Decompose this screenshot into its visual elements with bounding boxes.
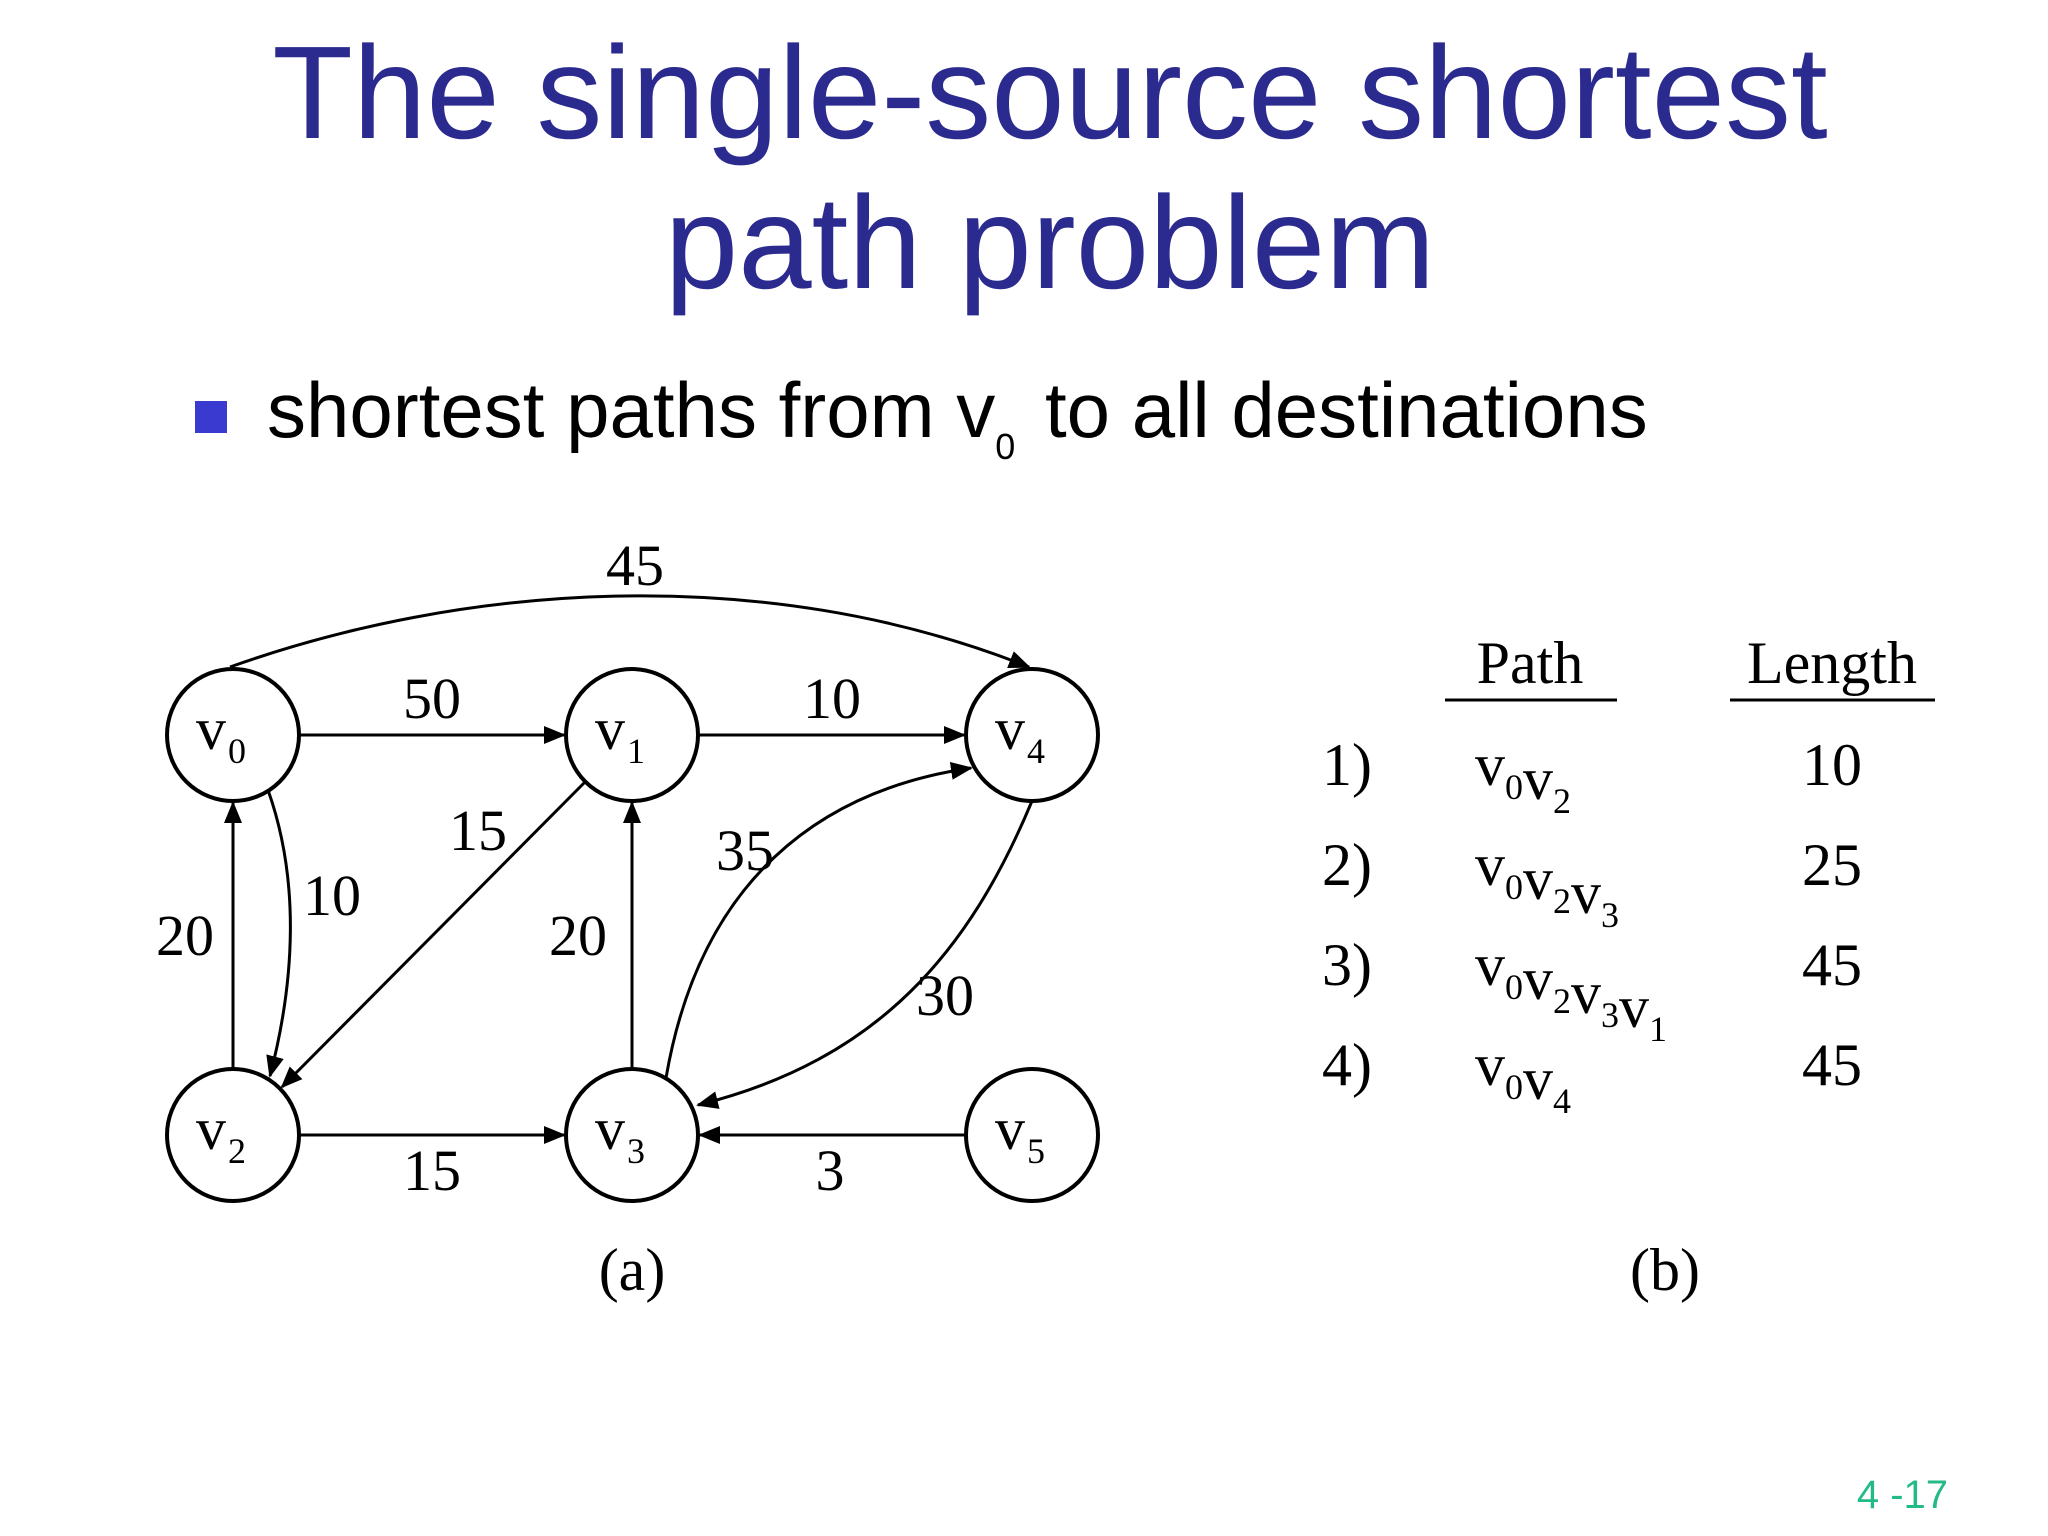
row-path: v0v2v3v1 [1475,932,1667,1049]
slide-title-line-1: The single-source shortest [272,19,1828,166]
bullet-text-before: shortest paths from v [267,366,996,454]
edge-weight-v1-v2: 15 [449,798,507,863]
slide-title: The single-source shortest path problem [0,18,2048,318]
edge-weight-v2-v0: 20 [156,903,214,968]
graph-edges [224,594,1034,1144]
node-circle [165,1067,301,1203]
table-row: 2) v0v2v3 25 [1322,832,1862,935]
edge-v3-v4 [664,761,973,1079]
row-number: 3) [1322,932,1372,998]
table-row: 1) v0v2 10 [1322,732,1862,821]
row-number: 2) [1322,832,1372,898]
edge-v0-v2 [266,789,292,1078]
row-number: 1) [1322,732,1372,798]
row-length: 45 [1802,1032,1862,1098]
graph-edge-weights: 50 10 45 15 10 20 15 20 35 30 3 [156,533,974,1203]
node-v4: v4 [964,667,1100,803]
node-v0: v0 [165,667,301,803]
row-length: 25 [1802,832,1862,898]
row-path: v0v2 [1475,732,1571,821]
edge-v1-v2 [280,780,587,1089]
page-number: 4 -17 [1856,1473,1948,1517]
graph-caption: (a) [599,1237,666,1303]
row-path: v0v2v3 [1475,832,1619,935]
edge-v4-v3 [696,800,1034,1109]
bullet-text: shortest paths from v0 to all destinatio… [267,365,1648,468]
bullet-subscript: 0 [995,426,1016,467]
edge-weight-v0-v1: 50 [403,666,461,731]
edge-weight-v3-v1: 20 [549,903,607,968]
edge-weight-v0-v4: 45 [606,533,664,598]
bullet-item: shortest paths from v0 to all destinatio… [195,365,1648,468]
node-v2: v2 [165,1067,301,1203]
bullet-square-icon [195,400,227,433]
node-label: v1 [595,696,645,771]
header-length: Length [1747,630,1917,696]
table-row: 4) v0v4 45 [1322,1032,1862,1121]
edge-weight-v3-v4: 35 [716,818,774,883]
node-circle [964,1067,1100,1203]
node-v1: v1 [564,667,700,803]
edge-weight-v0-v2: 10 [303,863,361,928]
table-row: 3) v0v2v3v1 45 [1322,932,1862,1049]
edge-weight-v2-v3: 15 [403,1138,461,1203]
node-label: v2 [196,1096,246,1171]
header-path: Path [1477,630,1584,696]
edge-v0-v4 [229,594,1031,669]
node-circle [964,667,1100,803]
row-number: 4) [1322,1032,1372,1098]
node-circle [165,667,301,803]
table-caption: (b) [1630,1237,1700,1303]
node-circle [564,1067,700,1203]
graph-nodes: v0 v1 v4 v2 v3 v5 [165,667,1100,1203]
edge-weight-v5-v3: 3 [816,1138,845,1203]
edge-weight-v1-v4: 10 [803,666,861,731]
row-path: v0v4 [1475,1032,1571,1121]
node-v5: v5 [964,1067,1100,1203]
node-circle [564,667,700,803]
row-length: 10 [1802,732,1862,798]
bullet-text-after: to all destinations [1023,366,1648,454]
row-length: 45 [1802,932,1862,998]
node-v3: v3 [564,1067,700,1203]
slide-title-line-2: path problem [664,169,1436,316]
edge-weight-v4-v3: 30 [916,963,974,1028]
path-length-table: Path Length 1) v0v2 10 2) v0v2v3 25 3) v0v2v3v1 45… [1322,630,1935,1121]
